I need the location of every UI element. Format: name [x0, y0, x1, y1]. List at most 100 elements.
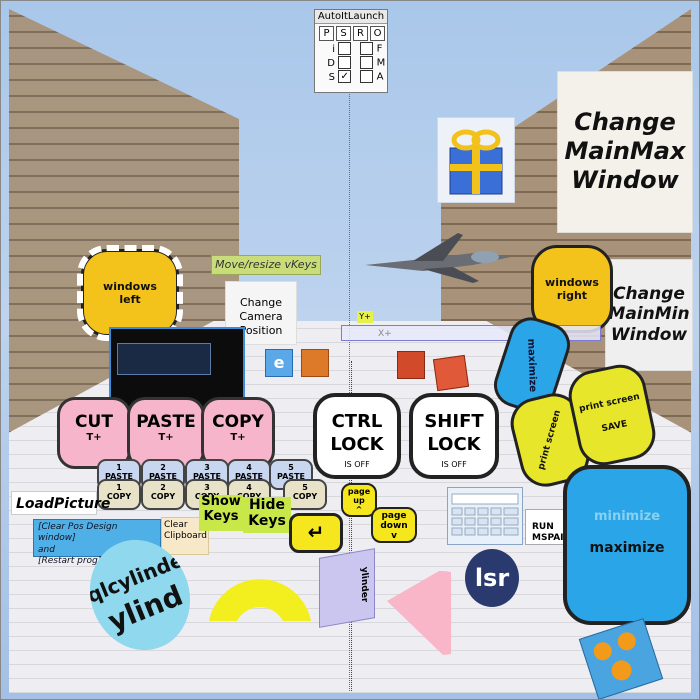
windows-right-line1: windows: [545, 276, 599, 289]
clear-pos-line3: [Restart prog]: [38, 555, 102, 566]
launcher-row2-left-checkbox[interactable]: [338, 56, 352, 69]
paste-slot-2-num: 2: [160, 463, 166, 472]
page-down-line3: v: [391, 530, 397, 541]
paste-slot-2-label: PASTE: [148, 471, 177, 481]
monitor-window-thumbnail: [117, 343, 211, 375]
shift-lock-status: IS OFF: [441, 460, 467, 469]
copy-slot-2-num: 2: [160, 483, 166, 492]
enter-key[interactable]: ↵: [289, 513, 343, 553]
y-axis-line: [349, 21, 351, 691]
paste-key[interactable]: PASTE T+: [127, 397, 205, 469]
hide-keys-line1: Hide: [248, 497, 286, 513]
calculator-window[interactable]: [447, 487, 523, 545]
paste-slot-5-label: PASTE: [276, 471, 305, 481]
change-mainmin-line2: MainMin: [608, 304, 690, 325]
z-axis-line: [351, 361, 353, 691]
show-keys-line2: Keys: [203, 508, 239, 524]
yellow-arch-shape[interactable]: [205, 541, 315, 625]
cut-key-label: CUT: [75, 412, 113, 432]
launcher-row1-right-checkbox[interactable]: [360, 42, 374, 55]
app-cube-icon[interactable]: [397, 351, 425, 379]
copy-slot-5-label: COPY: [292, 491, 318, 501]
change-camera-line3: Position: [239, 323, 283, 337]
ctrl-lock-status: IS OFF: [344, 460, 370, 469]
page-up-line2: up: [353, 495, 365, 505]
pink-cone-shape[interactable]: [385, 569, 451, 659]
run-mspaint-line2: MSPAINT: [532, 533, 578, 544]
cut-key-sub: T+: [86, 432, 102, 443]
fighter-jet-icon: [365, 233, 511, 283]
change-mainmax-line2: MainMax: [564, 136, 686, 165]
copy-slot-3-num: 3: [204, 483, 210, 492]
page-up-line1: page: [347, 487, 371, 496]
windows-right-line2: right: [556, 289, 588, 302]
fox-cube[interactable]: [578, 618, 664, 699]
change-mainmin-line1: Change: [613, 284, 685, 304]
copy-slot-4-label: COPY: [229, 492, 269, 502]
launcher-row2-right-checkbox[interactable]: [360, 56, 374, 69]
launcher-header-r[interactable]: R: [353, 26, 368, 41]
windows-left-button[interactable]: windows left: [77, 245, 183, 341]
launcher-row2-right-label: M: [376, 57, 386, 69]
windows-left-line2: left: [119, 293, 141, 306]
page-up-line3: ^: [355, 504, 363, 514]
paste-key-label: PASTE: [136, 412, 196, 432]
page-up-key[interactable]: page up ^: [341, 483, 377, 517]
hide-keys-button[interactable]: Hide Keys: [243, 497, 291, 533]
copy-key[interactable]: COPY T+: [201, 397, 275, 469]
gift-box-panel[interactable]: [437, 117, 515, 203]
minimize-button[interactable]: minimize: [593, 509, 661, 524]
copy-key-sub: T+: [230, 432, 246, 443]
shift-lock-key[interactable]: SHIFT LOCK IS OFF: [409, 393, 499, 479]
calculator-icon: [451, 493, 519, 536]
change-mainmax-panel[interactable]: Change MainMax Window: [557, 71, 693, 233]
print-screen-label: print screen: [536, 409, 564, 471]
change-mainmax-line1: Change: [574, 108, 676, 136]
launcher-row3-right-checkbox[interactable]: [360, 70, 374, 83]
paste-slot-3-num: 3: [204, 463, 210, 472]
page-down-line2: down: [380, 520, 408, 531]
clear-clipboard-line1: Clear: [164, 520, 188, 530]
ie-icon[interactable]: e: [265, 349, 293, 377]
paste-slot-1-num: 1: [116, 463, 122, 472]
launcher-row3-left-label: S: [328, 71, 335, 83]
launcher-row1-left-checkbox[interactable]: [338, 42, 352, 55]
show-keys-button[interactable]: Show Keys: [199, 494, 243, 531]
gift-box-icon: [449, 129, 503, 195]
launcher-row1-left-label: i: [332, 43, 335, 55]
paste-slot-5-num: 5: [288, 463, 294, 472]
move-resize-vkeys-button[interactable]: Move/resize vKeys: [211, 255, 321, 275]
launcher-header-p[interactable]: P: [319, 26, 334, 41]
print-screen-save-line2: SAVE: [600, 419, 629, 435]
change-mainmin-panel[interactable]: Change MainMin Window: [605, 259, 693, 371]
page-down-key[interactable]: page down v: [371, 507, 417, 543]
paste-slot-1-label: PASTE: [104, 471, 133, 481]
hide-keys-line2: Keys: [248, 513, 286, 530]
clear-pos-line1: [Clear Pos Design window]: [38, 522, 118, 544]
firefox-icon[interactable]: [301, 349, 329, 377]
maximize-button[interactable]: maximize: [589, 540, 665, 556]
cut-key[interactable]: CUT T+: [57, 397, 131, 469]
change-camera-line2: Camera: [239, 309, 283, 323]
copy-slot-4-num: 4: [246, 483, 252, 492]
launcher-header-o[interactable]: O: [370, 26, 385, 41]
dark-disk-object[interactable]: lsr: [465, 549, 519, 607]
change-mainmax-line3: Window: [571, 165, 679, 194]
load-picture-button[interactable]: LoadPicture: [11, 491, 110, 515]
fox-icon: [593, 632, 636, 681]
change-mainmin-line3: Window: [610, 324, 688, 345]
ctrl-lock-key[interactable]: CTRL LOCK IS OFF: [313, 393, 401, 479]
launcher-header-s[interactable]: S: [336, 26, 351, 41]
launcher-title: AutoItLaunch: [315, 10, 387, 24]
lavender-cube[interactable]: ylinder: [319, 548, 375, 628]
run-mspaint-line1: RUN: [532, 522, 554, 532]
copy-slot-1-label: COPY: [106, 491, 132, 501]
paint-cube-icon[interactable]: [432, 354, 470, 392]
launcher-row3-left-checkbox[interactable]: ✓: [338, 70, 352, 83]
show-keys-line1: Show: [201, 494, 241, 509]
launcher-row3-right-label: A: [376, 71, 384, 83]
page-down-line1: page: [381, 511, 407, 521]
